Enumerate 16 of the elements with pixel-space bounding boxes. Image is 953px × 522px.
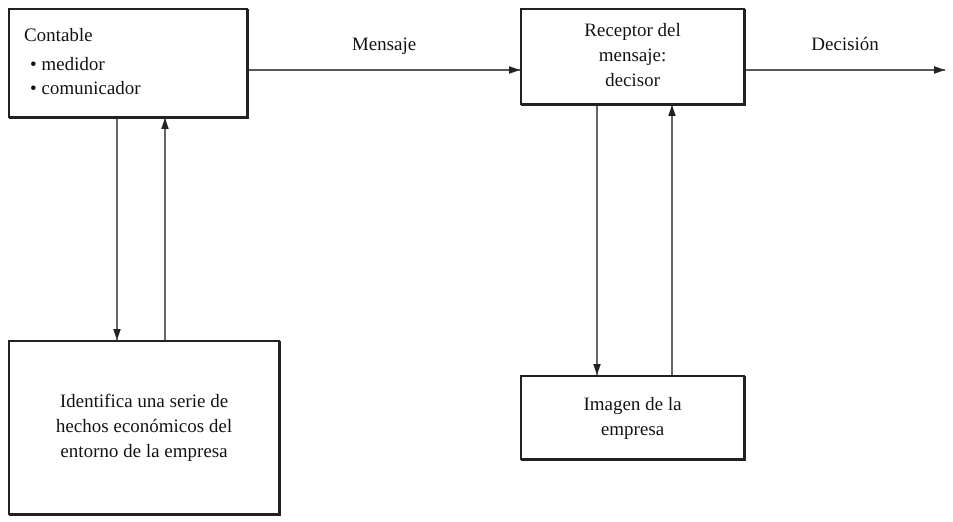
arrow xyxy=(248,66,520,74)
bullet-item: • medidor xyxy=(30,52,106,77)
arrow xyxy=(668,105,676,375)
process-box xyxy=(8,8,248,118)
box-text: Receptor del mensaje: decisor xyxy=(583,19,682,93)
process-box xyxy=(520,8,745,105)
box-heading: Contable xyxy=(24,24,93,48)
bullet-item: • comunicador xyxy=(30,77,141,102)
process-box xyxy=(520,375,745,460)
box-text: Imagen de la empresa xyxy=(582,392,683,442)
arrow xyxy=(113,118,121,340)
arrow xyxy=(745,66,945,74)
arrow xyxy=(161,118,169,340)
process-box xyxy=(8,340,280,515)
box-text: Identifica una serie de hechos económicos del entorno de la empresa xyxy=(54,390,234,464)
arrow xyxy=(593,105,601,375)
